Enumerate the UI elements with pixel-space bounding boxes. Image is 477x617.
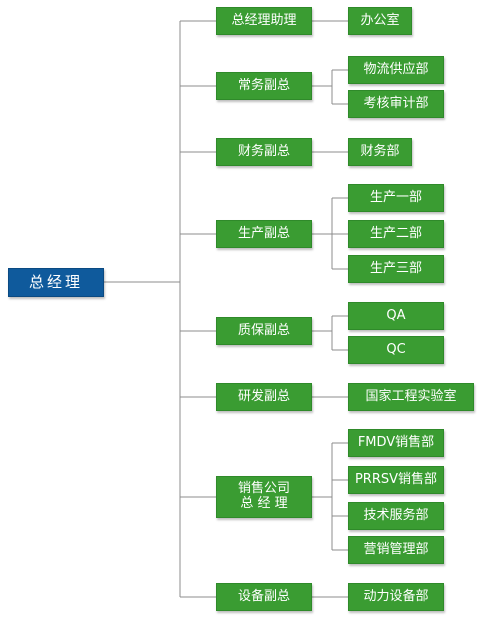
vp-node: 常务副总 <box>216 72 312 100</box>
vp-node: 销售公司 总 经 理 <box>216 476 312 518</box>
department-node: 技术服务部 <box>348 502 444 530</box>
vp-node: 研发副总 <box>216 383 312 411</box>
department-node: FMDV销售部 <box>348 429 444 457</box>
department-node: QA <box>348 302 444 330</box>
department-node: 物流供应部 <box>348 56 444 84</box>
vp-node: 设备副总 <box>216 583 312 611</box>
department-node: 生产二部 <box>348 220 444 248</box>
department-node: PRRSV销售部 <box>348 466 444 494</box>
root-node-general-manager: 总经理 <box>8 268 104 297</box>
department-node: 办公室 <box>348 7 412 35</box>
department-node: 财务部 <box>348 138 412 166</box>
vp-node: 财务副总 <box>216 138 312 166</box>
department-node: 动力设备部 <box>348 583 444 611</box>
vp-node: 质保副总 <box>216 317 312 345</box>
vp-node: 生产副总 <box>216 220 312 248</box>
department-node: 国家工程实验室 <box>348 383 474 411</box>
department-node: QC <box>348 336 444 364</box>
department-node: 考核审计部 <box>348 90 444 118</box>
vp-node: 总经理助理 <box>216 7 312 35</box>
department-node: 营销管理部 <box>348 536 444 564</box>
department-node: 生产三部 <box>348 255 444 283</box>
department-node: 生产一部 <box>348 184 444 212</box>
